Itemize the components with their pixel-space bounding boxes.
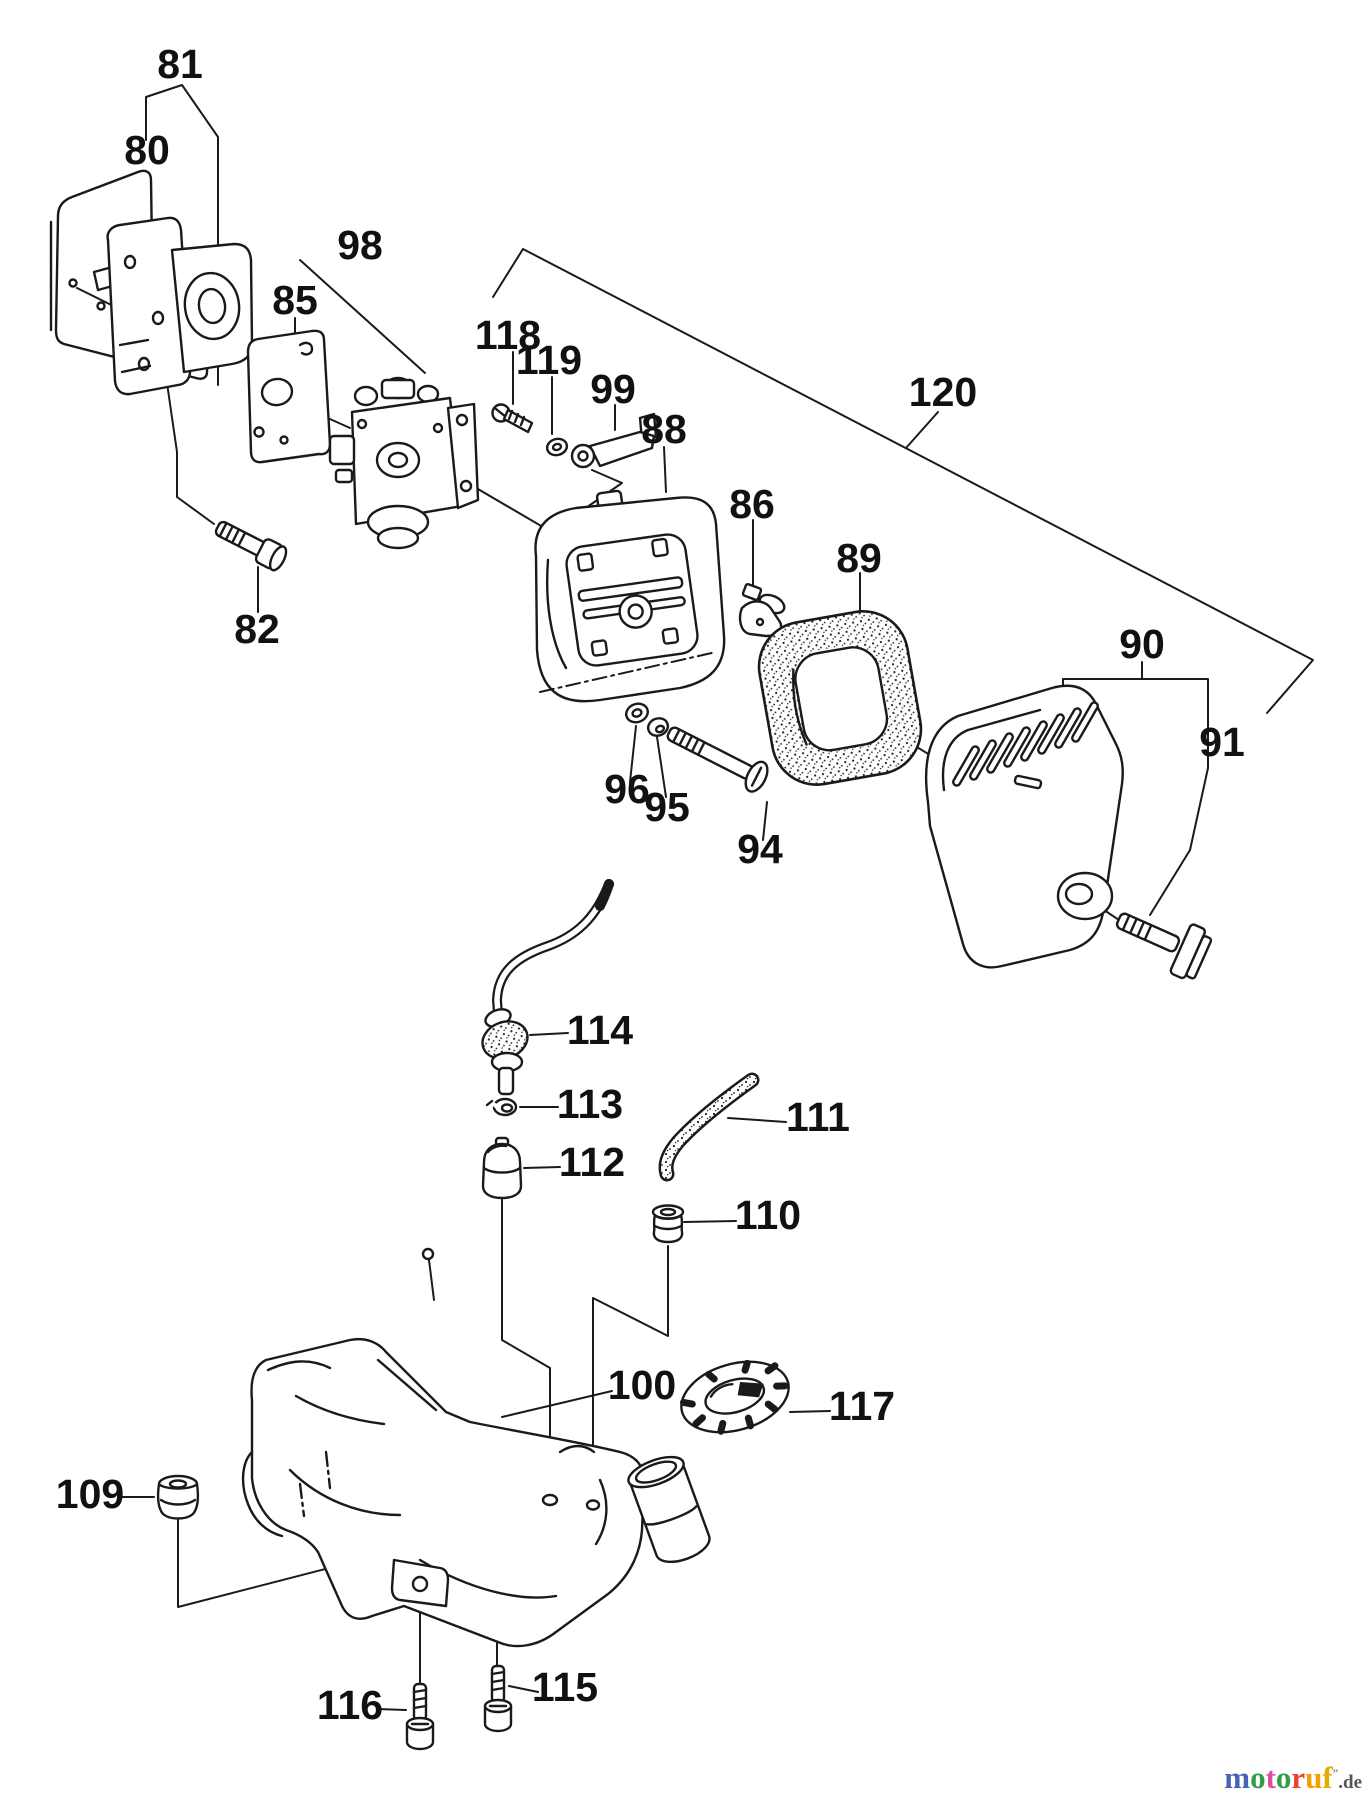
logo-letter: r xyxy=(1291,1760,1306,1795)
part-label-116: 116 xyxy=(317,1682,383,1728)
part-label-98: 98 xyxy=(337,222,383,268)
gasket-85-drawing xyxy=(246,329,332,464)
washer-95-drawing xyxy=(646,717,670,737)
logo-letter: u xyxy=(1305,1760,1323,1795)
knob-bolt-91-drawing xyxy=(1115,912,1213,980)
part-label-111: 111 xyxy=(786,1094,850,1140)
part-label-80: 80 xyxy=(124,127,170,173)
part-label-119: 119 xyxy=(516,337,582,383)
logo-letter: f xyxy=(1322,1760,1333,1795)
logo-letter: m xyxy=(1224,1760,1251,1795)
part-labels: 81 80 98 85 118 119 99 120 88 86 89 82 9… xyxy=(56,41,1245,1728)
part-label-109: 109 xyxy=(56,1471,124,1517)
primer-valve-114-drawing xyxy=(481,1008,529,1096)
part-label-96: 96 xyxy=(604,766,650,812)
bolt-82-drawing xyxy=(214,520,288,572)
logo-trademark: ” xyxy=(1332,1767,1339,1780)
washer-119-drawing xyxy=(545,437,569,457)
part-label-112: 112 xyxy=(559,1139,625,1185)
bracket-99-drawing xyxy=(570,412,658,469)
logo-letter: t xyxy=(1265,1760,1276,1795)
fuel-line-drawing xyxy=(491,879,614,1019)
part-label-115: 115 xyxy=(532,1664,598,1710)
part-label-120: 120 xyxy=(909,369,977,415)
grommet-109-drawing xyxy=(156,1474,200,1520)
part-label-91: 91 xyxy=(1199,719,1245,765)
clamp-113-drawing xyxy=(485,1097,518,1117)
part-label-118: 118 xyxy=(475,312,541,358)
part-label-95: 95 xyxy=(644,784,690,830)
tank-cap-117-drawing xyxy=(679,1359,790,1435)
washer-96-drawing xyxy=(625,702,649,724)
part-label-110: 110 xyxy=(735,1192,801,1238)
part-label-99: 99 xyxy=(590,366,636,412)
fuel-tank-100-drawing xyxy=(241,1338,711,1648)
filter-element-89-drawing xyxy=(757,610,923,786)
part-label-82: 82 xyxy=(234,606,280,652)
part-label-117: 117 xyxy=(829,1383,895,1429)
fuel-filter-112-drawing xyxy=(481,1136,523,1200)
part-label-114: 114 xyxy=(567,1007,633,1053)
screw-116-drawing xyxy=(405,1682,435,1751)
bolt-94-drawing xyxy=(666,726,769,793)
part-label-86: 86 xyxy=(729,481,775,527)
screw-118-drawing xyxy=(491,403,534,434)
logo-tld: .de xyxy=(1338,1772,1362,1793)
air-cleaner-cover-90-drawing xyxy=(924,684,1124,969)
insulator-block-drawing xyxy=(106,216,254,396)
part-label-113: 113 xyxy=(557,1081,623,1127)
logo-letter: o xyxy=(1275,1760,1292,1795)
part-label-81: 81 xyxy=(157,41,203,87)
breather-tube-111-drawing xyxy=(658,1072,760,1182)
logo-letter: o xyxy=(1250,1760,1266,1795)
part-label-88: 88 xyxy=(641,406,687,452)
part-label-100: 100 xyxy=(608,1362,676,1408)
motoruf-logo: motoruf”.de xyxy=(1224,1760,1362,1796)
part-label-90: 90 xyxy=(1119,621,1165,667)
air-cleaner-base-88-drawing xyxy=(534,489,726,703)
screw-115-drawing xyxy=(483,1664,513,1733)
part-label-89: 89 xyxy=(836,535,882,581)
grommet-110-drawing xyxy=(651,1204,685,1244)
part-label-94: 94 xyxy=(737,826,783,872)
carburetor-98-drawing xyxy=(328,376,480,550)
part-label-85: 85 xyxy=(272,277,318,323)
